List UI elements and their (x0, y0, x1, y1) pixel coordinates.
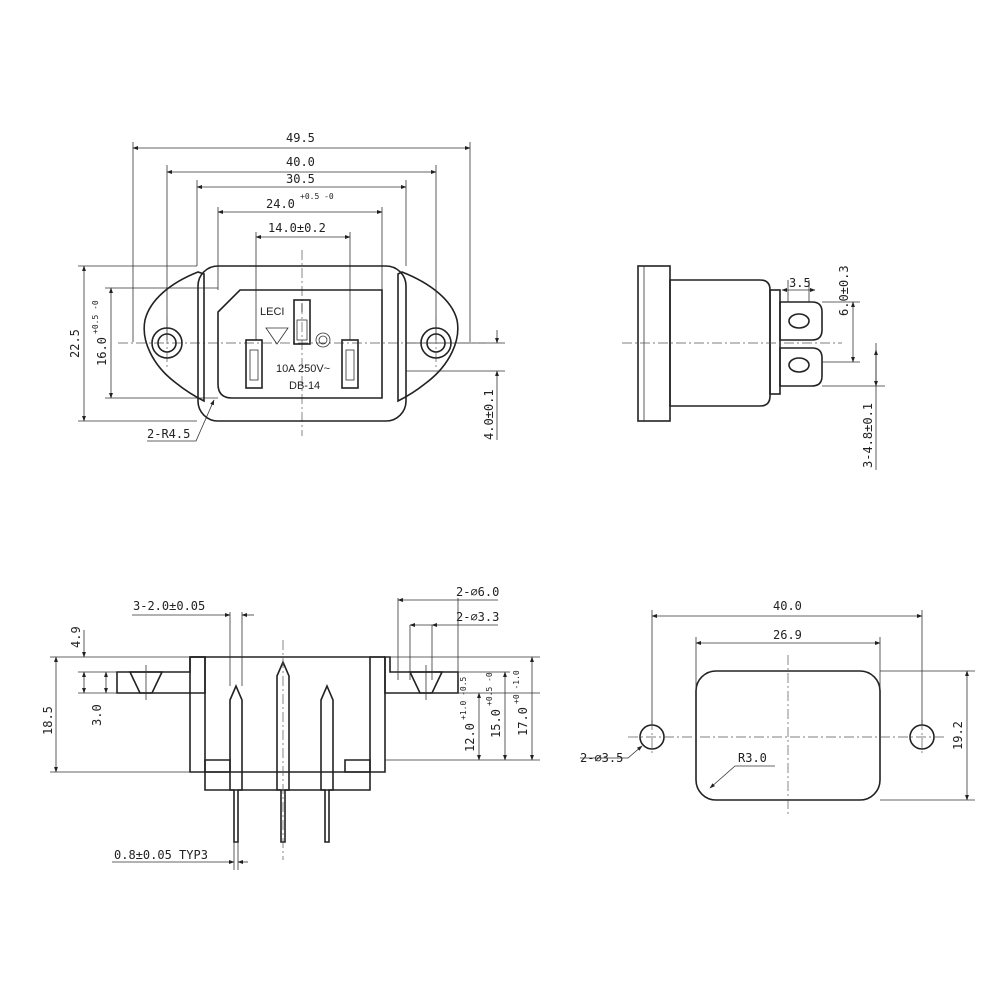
dim-depth-a-tol: +1.0 -0.5 (459, 676, 468, 720)
cutout-center-lines (628, 655, 945, 815)
side-tab-lower (779, 347, 823, 387)
dim-opening-width: 24.0 (266, 197, 295, 211)
dim-top-thickness: 4.9 (69, 626, 83, 648)
section-dimension-lines (50, 598, 540, 870)
front-contact-earth (293, 299, 311, 345)
dim-hole-span: 40.0 (773, 599, 802, 613)
cutout-dimension-lines (580, 610, 975, 801)
section-view: 3-2.0±0.05 4.9 3.0 18.5 2-⌀6.0 2-⌀3.3 12… (41, 585, 540, 870)
front-view: LECI 10A 250V~ DB-14 49.5 40.0 30.5 24.0… (68, 131, 505, 442)
dim-hole-outer: 2-⌀6.0 (456, 585, 499, 599)
dim-depth-c: 17.0 (516, 707, 530, 736)
dim-pin-thickness: 0.8±0.05 TYP3 (114, 848, 208, 862)
dim-height: 22.5 (68, 329, 82, 358)
side-view: 3.5 6.0±0.3 3-4.8±0.1 (622, 265, 885, 470)
side-tab-upper (779, 301, 823, 341)
cutout-view: 40.0 26.9 19.2 2-⌀3.5 R3.0 (580, 599, 975, 815)
certification-circle-icon (315, 332, 331, 348)
certification-triangle-icon (265, 327, 289, 345)
dim-hole-dia: 2-⌀3.5 (580, 751, 623, 765)
section-walls (116, 656, 459, 791)
dim-depth-a: 12.0 (463, 723, 477, 752)
dim-cutout-height: 19.2 (951, 721, 965, 750)
section-pin-left (229, 683, 243, 843)
dim-body-width: 30.5 (286, 172, 315, 186)
dim-depth-c-tol: +0 -1.0 (512, 670, 521, 704)
dim-flange-thickness: 3.0 (90, 704, 104, 726)
front-body-outline (197, 265, 407, 422)
dim-pin-span: 14.0±0.2 (268, 221, 326, 235)
front-opening-outline (217, 289, 383, 399)
front-rating-marking: 10A 250V~ (276, 363, 330, 375)
dim-tab-width: 3.5 (789, 276, 811, 290)
dim-depth-b-tol: +0.5 -0 (485, 672, 494, 706)
dim-opening-height-tol: +0.5 -0 (91, 300, 100, 334)
section-pin-center (276, 659, 290, 843)
front-center-lines (118, 250, 486, 436)
section-pin-right (320, 683, 334, 843)
front-mounting-hole-right (420, 327, 452, 359)
front-mounting-hole-left (151, 327, 183, 359)
side-body (669, 279, 771, 407)
dim-pin-dia: 3-2.0±0.05 (133, 599, 205, 613)
dim-mount-width: 40.0 (286, 155, 315, 169)
front-contact-right (341, 339, 359, 389)
dim-corner-radius: R3.0 (738, 751, 767, 765)
dim-offset: 4.0±0.1 (482, 389, 496, 440)
front-model-marking: DB-14 (289, 380, 320, 392)
section-flange-hole-left (128, 665, 164, 700)
dim-radius: 2-R4.5 (147, 427, 190, 441)
certification-circle-inner-icon (318, 335, 328, 345)
dim-tab-pitch: 3-4.8±0.1 (861, 403, 875, 468)
dim-hole-inner: 2-⌀3.3 (456, 610, 499, 624)
side-back-plate (769, 289, 781, 395)
dim-cutout-width: 26.9 (773, 628, 802, 642)
dim-depth-b: 15.0 (489, 709, 503, 738)
dim-tab-length: 6.0±0.3 (837, 265, 851, 316)
side-flange (637, 265, 671, 422)
dim-opening-width-tol: +0.5 -0 (300, 192, 334, 201)
dim-opening-height: 16.0 (95, 337, 109, 366)
front-dimension-lines (82, 146, 499, 442)
dim-overall-height: 18.5 (41, 706, 55, 735)
front-brand-marking: LECI (260, 306, 284, 318)
front-contact-left (245, 339, 263, 389)
dim-overall-width: 49.5 (286, 131, 315, 145)
side-dimension-lines (781, 280, 885, 470)
section-flange-hole-right (408, 665, 444, 700)
